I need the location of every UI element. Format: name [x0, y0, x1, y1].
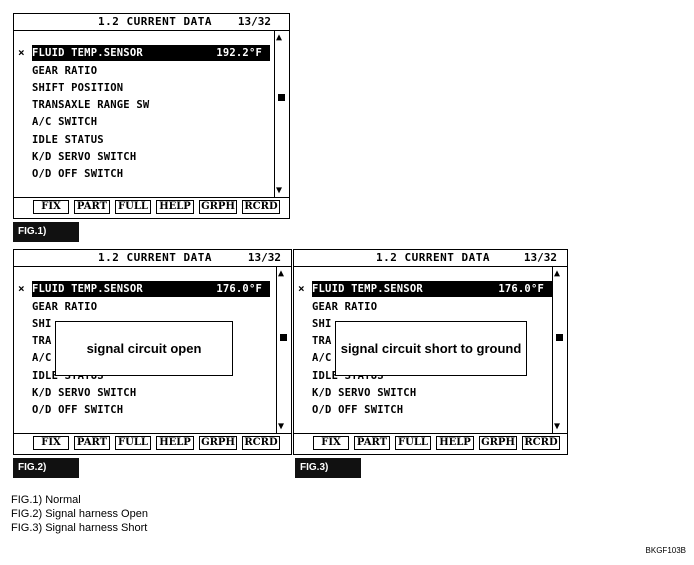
- popup-message: signal circuit short to ground: [335, 321, 527, 376]
- scrollbar[interactable]: ▲ ▼: [552, 266, 567, 434]
- list-item[interactable]: SHI: [32, 318, 52, 330]
- full-button[interactable]: FULL: [115, 200, 151, 214]
- scroll-thumb[interactable]: [280, 334, 287, 341]
- selection-cursor-icon: ×: [298, 282, 305, 295]
- list-item[interactable]: K/D SERVO SWITCH: [32, 387, 137, 399]
- list-item[interactable]: A/C: [312, 352, 332, 364]
- list-item[interactable]: TRA: [32, 335, 52, 347]
- grph-button[interactable]: GRPH: [479, 436, 517, 450]
- scrollbar[interactable]: ▲ ▼: [274, 30, 289, 198]
- scroll-up-icon[interactable]: ▲: [278, 268, 285, 279]
- screen-title: 1.2 CURRENT DATA: [98, 251, 212, 264]
- list-item[interactable]: O/D OFF SWITCH: [312, 404, 404, 416]
- screen-header: 1.2 CURRENT DATA 13/32: [14, 250, 291, 267]
- help-button[interactable]: HELP: [436, 436, 474, 450]
- legend-line: FIG.3) Signal harness Short: [11, 522, 148, 534]
- row-label: FLUID TEMP.SENSOR: [312, 283, 423, 295]
- list-item[interactable]: O/D OFF SWITCH: [32, 168, 124, 180]
- grph-button[interactable]: GRPH: [199, 436, 237, 450]
- rcrd-button[interactable]: RCRD: [522, 436, 560, 450]
- row-value: 176.0°F: [216, 283, 262, 295]
- part-button[interactable]: PART: [74, 200, 110, 214]
- screen-title: 1.2 CURRENT DATA: [98, 15, 212, 28]
- scroll-up-icon[interactable]: ▲: [276, 32, 283, 43]
- list-item[interactable]: GEAR RATIO: [312, 301, 378, 313]
- legend-line: FIG.2) Signal harness Open: [11, 508, 148, 520]
- scroll-down-icon[interactable]: ▼: [554, 421, 561, 432]
- scan-screen-fig3: 1.2 CURRENT DATA 13/32 × FLUID TEMP.SENS…: [293, 249, 568, 455]
- list-item[interactable]: TRA: [312, 335, 332, 347]
- list-item[interactable]: A/C SWITCH: [32, 116, 98, 128]
- grph-button[interactable]: GRPH: [199, 200, 237, 214]
- help-button[interactable]: HELP: [156, 436, 194, 450]
- rcrd-button[interactable]: RCRD: [242, 200, 280, 214]
- list-item[interactable]: O/D OFF SWITCH: [32, 404, 124, 416]
- popup-message: signal circuit open: [55, 321, 233, 376]
- figure-tag: FIG.2): [13, 458, 79, 478]
- fix-button[interactable]: FIX: [313, 436, 349, 450]
- list-item[interactable]: GEAR RATIO: [32, 301, 98, 313]
- help-button[interactable]: HELP: [156, 200, 194, 214]
- scan-screen-fig1: 1.2 CURRENT DATA 13/32 × FLUID TEMP.SENS…: [13, 13, 290, 219]
- part-button[interactable]: PART: [354, 436, 390, 450]
- page-counter: 13/32: [523, 251, 557, 264]
- scroll-down-icon[interactable]: ▼: [278, 421, 285, 432]
- list-item[interactable]: TRANSAXLE RANGE SW: [32, 99, 150, 111]
- list-item[interactable]: SHI: [312, 318, 332, 330]
- scroll-up-icon[interactable]: ▲: [554, 268, 561, 279]
- row-value: 192.2°F: [216, 47, 262, 59]
- screen-header: 1.2 CURRENT DATA 13/32: [294, 250, 567, 267]
- part-button[interactable]: PART: [74, 436, 110, 450]
- list-item[interactable]: SHIFT POSITION: [32, 82, 124, 94]
- figure-tag: FIG.1): [13, 222, 79, 242]
- selection-cursor-icon: ×: [18, 282, 25, 295]
- scroll-down-icon[interactable]: ▼: [276, 185, 283, 196]
- list-item[interactable]: FLUID TEMP.SENSOR 176.0°F: [32, 281, 270, 297]
- figure-tag: FIG.3): [295, 458, 361, 478]
- selection-cursor-icon: ×: [18, 46, 25, 59]
- function-key-bar: FIX PART FULL HELP GRPH RCRD: [14, 197, 289, 218]
- full-button[interactable]: FULL: [395, 436, 431, 450]
- row-label: FLUID TEMP.SENSOR: [32, 283, 143, 295]
- screen-title: 1.2 CURRENT DATA: [376, 251, 490, 264]
- list-item[interactable]: K/D SERVO SWITCH: [32, 151, 137, 163]
- list-item[interactable]: K/D SERVO SWITCH: [312, 387, 417, 399]
- legend-line: FIG.1) Normal: [11, 494, 81, 506]
- page-counter: 13/32: [237, 15, 271, 28]
- scrollbar[interactable]: ▲ ▼: [276, 266, 291, 434]
- fix-button[interactable]: FIX: [33, 200, 69, 214]
- scroll-thumb[interactable]: [278, 94, 285, 101]
- scan-screen-fig2: 1.2 CURRENT DATA 13/32 × FLUID TEMP.SENS…: [13, 249, 292, 455]
- row-label: FLUID TEMP.SENSOR: [32, 47, 143, 59]
- list-item[interactable]: FLUID TEMP.SENSOR 176.0°F: [312, 281, 552, 297]
- figure-code: BKGF103B: [645, 546, 686, 555]
- function-key-bar: FIX PART FULL HELP GRPH RCRD: [294, 433, 567, 454]
- fix-button[interactable]: FIX: [33, 436, 69, 450]
- full-button[interactable]: FULL: [115, 436, 151, 450]
- page-counter: 13/32: [247, 251, 281, 264]
- row-value: 176.0°F: [498, 283, 544, 295]
- list-item[interactable]: A/C: [32, 352, 52, 364]
- function-key-bar: FIX PART FULL HELP GRPH RCRD: [14, 433, 291, 454]
- scroll-thumb[interactable]: [556, 334, 563, 341]
- list-item[interactable]: GEAR RATIO: [32, 65, 98, 77]
- screen-header: 1.2 CURRENT DATA 13/32: [14, 14, 289, 31]
- list-item[interactable]: FLUID TEMP.SENSOR 192.2°F: [32, 45, 270, 61]
- rcrd-button[interactable]: RCRD: [242, 436, 280, 450]
- list-item[interactable]: IDLE STATUS: [32, 134, 104, 146]
